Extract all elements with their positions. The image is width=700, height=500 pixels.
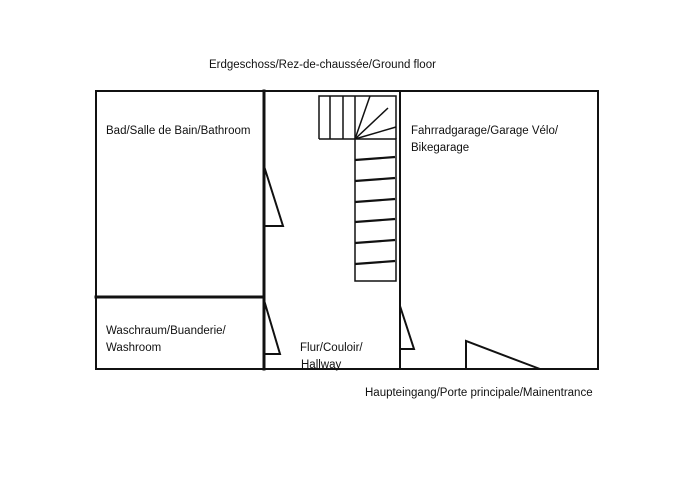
stair-tread bbox=[354, 217, 396, 224]
stair-winder bbox=[354, 107, 389, 140]
stair-winder bbox=[354, 95, 371, 140]
stair-tread bbox=[354, 155, 396, 162]
stair-run bbox=[354, 138, 397, 282]
bike-garage-label: Fahrradgarage/Garage Vélo/ Bikegarage bbox=[411, 123, 558, 157]
stair-tread bbox=[354, 197, 396, 204]
bike-garage-label-line: Fahrradgarage/Garage Vélo/ bbox=[411, 125, 559, 137]
stair-tread bbox=[354, 176, 396, 183]
hallway-label-line: Flur/Couloir/ bbox=[300, 342, 363, 354]
washroom-label-line: Waschraum/Buanderie/ bbox=[106, 325, 226, 337]
stair-treads bbox=[354, 155, 396, 266]
outer-wall bbox=[95, 90, 599, 370]
bike-garage-door bbox=[399, 305, 416, 350]
bathroom-door bbox=[263, 165, 285, 227]
washroom-door bbox=[263, 299, 282, 355]
main-entrance-label: Haupteingang/Porte principale/Mainentran… bbox=[365, 387, 593, 399]
staircase bbox=[318, 95, 397, 282]
stair-tread bbox=[354, 259, 396, 266]
washroom-label-line: Washroom bbox=[106, 342, 162, 354]
bathroom-label: Bad/Salle de Bain/Bathroom bbox=[106, 125, 251, 137]
stair-winder bbox=[354, 126, 397, 140]
bike-garage-label-line: Bikegarage bbox=[411, 142, 470, 154]
washroom-label: Waschraum/Buanderie/ Washroom bbox=[106, 323, 226, 357]
stair-landing bbox=[318, 95, 397, 139]
hallway-label-line: Hallway bbox=[301, 359, 342, 371]
hallway-label: Flur/Couloir/ Hallway bbox=[300, 340, 363, 374]
main-entrance-door bbox=[465, 339, 541, 370]
stair-tread bbox=[354, 238, 396, 245]
floor-title: Erdgeschoss/Rez-de-chaussée/Ground floor bbox=[209, 59, 436, 71]
